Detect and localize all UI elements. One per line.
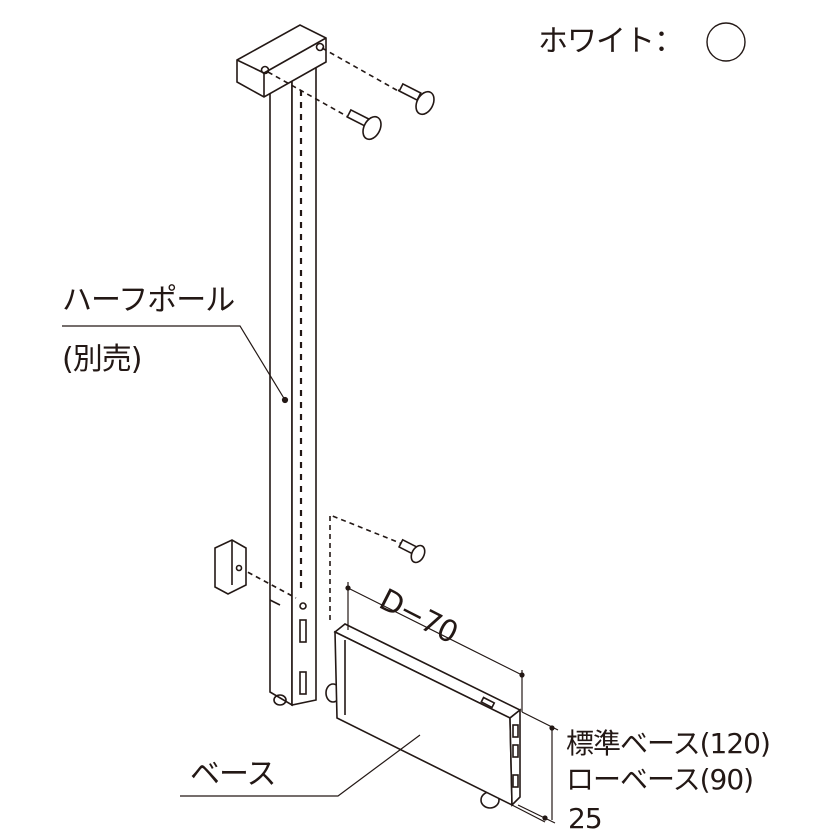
base-standard-label: 標準ベース(120) <box>566 727 771 760</box>
white-color-swatch <box>706 22 746 62</box>
thickness-dimension: 25 <box>568 802 603 835</box>
assembly-guides <box>239 47 406 620</box>
lower-bracket <box>214 539 247 595</box>
base-low-label: ローベース(90) <box>566 763 754 796</box>
screw-icon <box>346 82 435 564</box>
color-label: ホワイト： <box>538 24 684 59</box>
base-label: ベース <box>190 757 276 792</box>
half-pole <box>269 60 317 707</box>
pole-note: (別売) <box>62 342 142 377</box>
leader-lines <box>62 325 421 797</box>
dimension-lines <box>345 582 559 824</box>
top-bracket <box>236 24 327 98</box>
base <box>325 623 522 809</box>
pole-label: ハーフポール <box>62 283 235 318</box>
